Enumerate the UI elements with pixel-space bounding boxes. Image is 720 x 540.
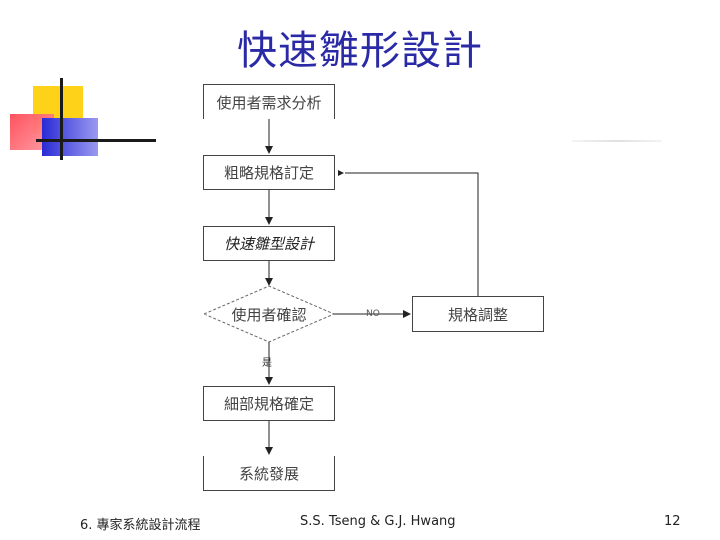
loop-adjust-to-draft	[345, 172, 479, 296]
footer-authors: S.S. Tseng & G.J. Hwang	[300, 514, 456, 529]
node-spec-adjust: 規格調整	[412, 296, 544, 332]
node-user-confirm: 使用者確認	[204, 300, 334, 328]
footer-section-title: 6. 專家系統設計流程	[80, 518, 201, 533]
footer-page-number: 12	[664, 514, 681, 529]
page-title: 快速雛形設計	[237, 28, 483, 74]
node-user-needs: 使用者需求分析	[203, 84, 335, 119]
node-system-dev-label: 系統發展	[238, 464, 299, 483]
edge-label-no: NO	[366, 309, 380, 319]
edge-label-yes: 是	[262, 358, 272, 369]
node-user-needs-label: 使用者需求分析	[216, 93, 322, 112]
decor-horizontal-line	[36, 139, 156, 142]
node-user-confirm-label: 使用者確認	[231, 305, 307, 324]
node-detail-spec-label: 細部規格確定	[223, 395, 314, 413]
node-prototype: 快速雛型設計	[203, 226, 335, 261]
decor-faint-line	[572, 140, 662, 142]
node-spec-draft-label: 粗略規格訂定	[223, 164, 314, 182]
node-detail-spec: 細部規格確定	[203, 386, 335, 421]
loop-arrowhead	[338, 170, 344, 176]
decor-blue-square	[42, 118, 98, 156]
node-system-dev: 系統發展	[203, 456, 335, 491]
node-spec-adjust-label: 規格調整	[447, 305, 508, 324]
node-spec-draft: 粗略規格訂定	[203, 155, 335, 190]
decor-vertical-line	[60, 78, 63, 160]
node-prototype-label: 快速雛型設計	[223, 235, 314, 253]
